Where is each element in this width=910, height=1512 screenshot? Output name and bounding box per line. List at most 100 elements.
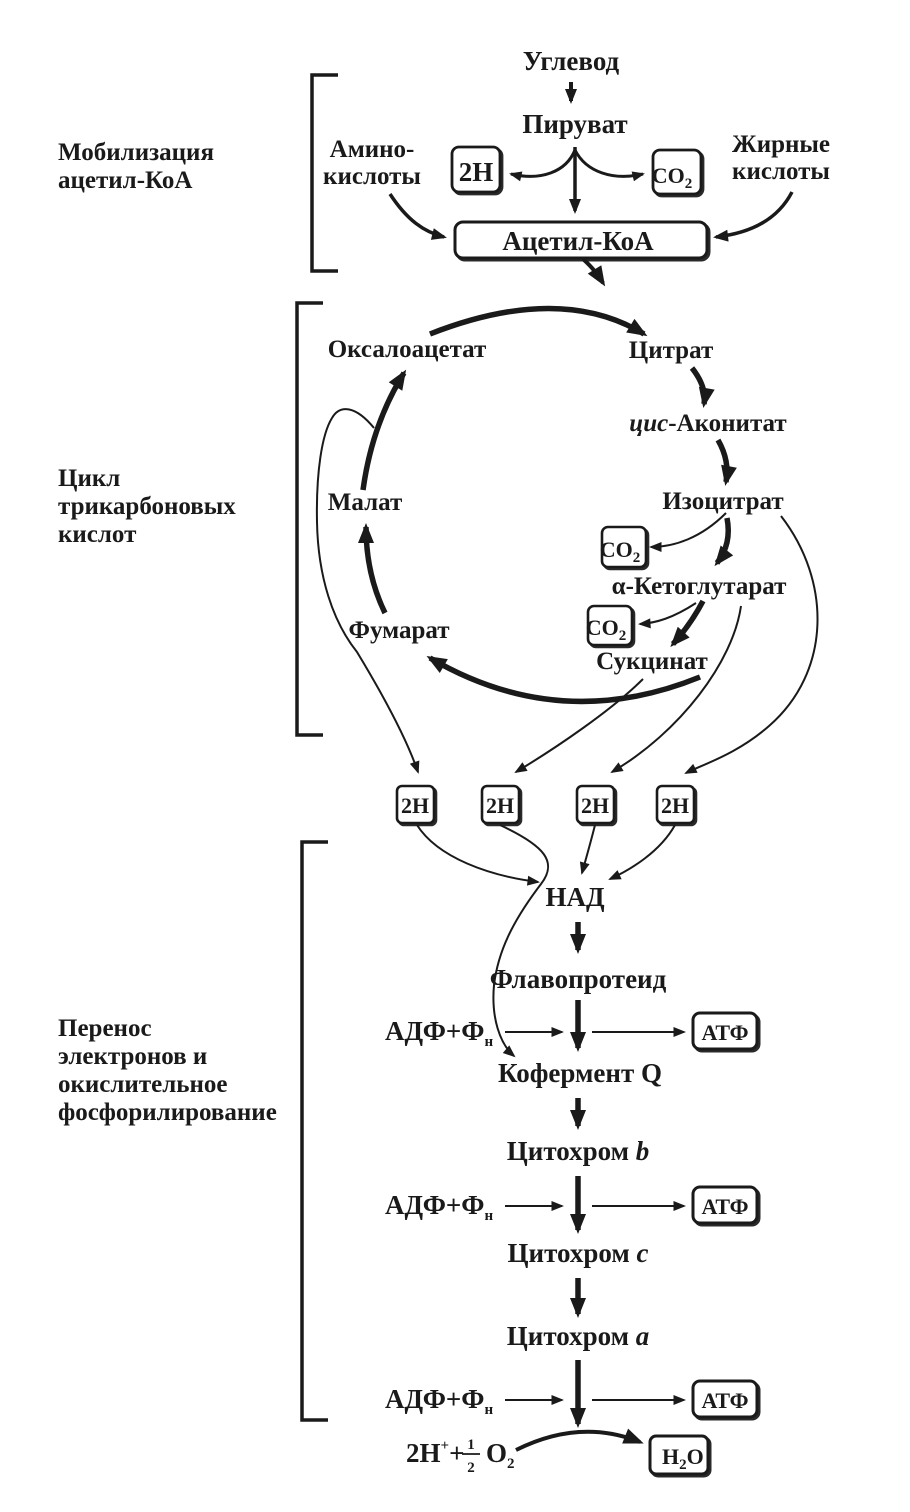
line-malate-to-2h1 (315, 408, 420, 774)
arrow-isocitrate-to-co2 (649, 512, 727, 552)
label-adp-2: АДФ+Фн (385, 1190, 493, 1224)
arrow-pyruvate-to-co2 (573, 149, 645, 182)
node-oxaloacetate: Оксалоацетат (328, 336, 487, 363)
box-2h-2 (480, 784, 521, 825)
line-ketoglutarate-to-2h3 (610, 605, 742, 774)
arc-isocitrate-to-ketoglutarate (714, 517, 734, 567)
cytochrome-word: Цитохром (507, 1136, 636, 1166)
node-citrate: Цитрат (629, 337, 713, 364)
cis-rest: -Аконитат (668, 410, 786, 437)
label-2h-1: 2H (401, 793, 429, 818)
co2-subscript: 2 (633, 550, 641, 566)
adp-subscript: н (484, 1402, 493, 1418)
section-label-line: окислительное (58, 1071, 227, 1098)
box-co2-ketoglutarate (586, 604, 634, 647)
node-malate: Малат (328, 489, 402, 516)
co2-base: CO (652, 163, 685, 188)
oxygen-superscript-plus: + (441, 1438, 450, 1454)
section-label-line: электронов и (58, 1043, 207, 1070)
section-label-mobilization: Мобилизация ацетил-КоА (58, 139, 214, 194)
fatty-acids-line: Жирные (732, 131, 830, 158)
line-succinate-to-2h2 (514, 678, 644, 774)
label-h2o: H2O (662, 1444, 704, 1473)
line-2h1-to-nad (416, 824, 540, 886)
phosphorylation-row-1: АДФ+Фн АТФ (385, 1000, 759, 1052)
amino-acids-line: Амино- (330, 136, 415, 163)
section-label-line: фосфорилирование (58, 1099, 277, 1126)
label-atp-3: АТФ (701, 1388, 748, 1413)
bracket-etc (300, 840, 328, 1422)
row-2h-boxes: 2H 2H 2H 2H (395, 784, 696, 825)
arc-ketoglutarate-to-succinate (670, 599, 706, 647)
oxygen-o-subscript: 2 (507, 1456, 515, 1472)
line-2h4-to-nad (608, 824, 676, 880)
label-2h-4: 2H (661, 793, 689, 818)
fraction-denominator: 2 (467, 1460, 475, 1476)
cytochrome-a-letter: a (636, 1321, 650, 1351)
label-atp-2: АТФ (701, 1194, 748, 1219)
arrow-fatty-to-acetylcoa (713, 191, 794, 242)
box-2h-3 (575, 784, 616, 825)
arc-succinate-to-fumarate (426, 655, 702, 705)
line-isocitrate-to-2h4 (684, 515, 819, 774)
node-flavoprotein: Флавопротеид (490, 964, 667, 994)
arrow-oxygen-to-water (515, 1428, 644, 1452)
label-acetyl-coa: Ацетил-КоА (502, 226, 654, 256)
adp-subscript: н (484, 1208, 493, 1224)
arrow-pyruvate-to-2h (509, 149, 577, 182)
node-isocitrate: Изоцитрат (662, 488, 783, 515)
node-coenzyme-q: Кофермент Q (498, 1058, 662, 1088)
arrow-amino-to-acetylcoa (388, 193, 447, 240)
adp-base: АДФ+Ф (385, 1016, 484, 1046)
arc-cisaconitate-to-isocitrate (715, 438, 737, 486)
arc-oxaloacetate-to-citrate (428, 305, 648, 337)
node-pyruvate: Пируват (522, 109, 627, 139)
amino-acids-line: кислоты (323, 163, 421, 190)
co2-subscript: 2 (685, 176, 693, 192)
oxygen-2h: 2H (406, 1438, 441, 1468)
cytochrome-c-letter: c (636, 1238, 648, 1268)
section-label-tca: Цикл трикарбоновых кислот (58, 465, 236, 548)
arc-malate-to-oxaloacetate (360, 369, 407, 491)
label-co2-ketoglutarate: CO2 (586, 615, 627, 644)
box-atp-2 (691, 1185, 759, 1225)
fraction-numerator: 1 (467, 1437, 475, 1453)
section-label-line: кислот (58, 521, 136, 548)
node-fatty-acids: Жирные кислоты (732, 131, 830, 185)
node-carbohydrate: Углевод (523, 46, 620, 76)
adp-base: АДФ+Ф (385, 1384, 484, 1414)
section-label-line: Перенос (58, 1015, 152, 1042)
phosphorylation-row-2: АДФ+Фн АТФ (385, 1176, 759, 1234)
co2-base: CO (586, 615, 619, 640)
cytochrome-word: Цитохром (507, 1321, 636, 1351)
line-2h2-to-coenzymeq (492, 824, 550, 1058)
bracket-tca-cycle (295, 301, 323, 737)
node-cis-aconitate: цис-Аконитат (629, 410, 786, 437)
box-atp-3 (691, 1379, 759, 1419)
arc-fumarate-to-malate (358, 523, 388, 615)
box-co2-top (651, 148, 703, 196)
label-2h-plus: 2H++ (406, 1438, 464, 1468)
label-adp-3: АДФ+Фн (385, 1384, 493, 1418)
oxygen-o: O (486, 1438, 507, 1468)
bracket-mobilization (310, 73, 338, 273)
label-2h-top: 2H (459, 157, 494, 187)
box-2h-4 (655, 784, 696, 825)
box-h2o (648, 1434, 710, 1476)
co2-subscript: 2 (619, 628, 627, 644)
section-label-line: трикарбоновых (58, 493, 236, 520)
section-label-etc: Перенос электронов и окислительное фосфо… (58, 1015, 277, 1126)
cytochrome-word: Цитохром (508, 1238, 637, 1268)
adp-subscript: н (484, 1034, 493, 1050)
arrow-acetylcoa-to-cycle (581, 257, 606, 287)
adp-base: АДФ+Ф (385, 1190, 484, 1220)
label-atp-1: АТФ (701, 1020, 748, 1045)
fatty-acids-line: кислоты (732, 158, 830, 185)
label-2h-2: 2H (486, 793, 514, 818)
node-fumarate: Фумарат (348, 617, 449, 644)
label-adp-1: АДФ+Фн (385, 1016, 493, 1050)
box-atp-1 (691, 1011, 759, 1051)
water-h: H (662, 1444, 679, 1469)
section-label-line: Цикл (58, 465, 120, 492)
